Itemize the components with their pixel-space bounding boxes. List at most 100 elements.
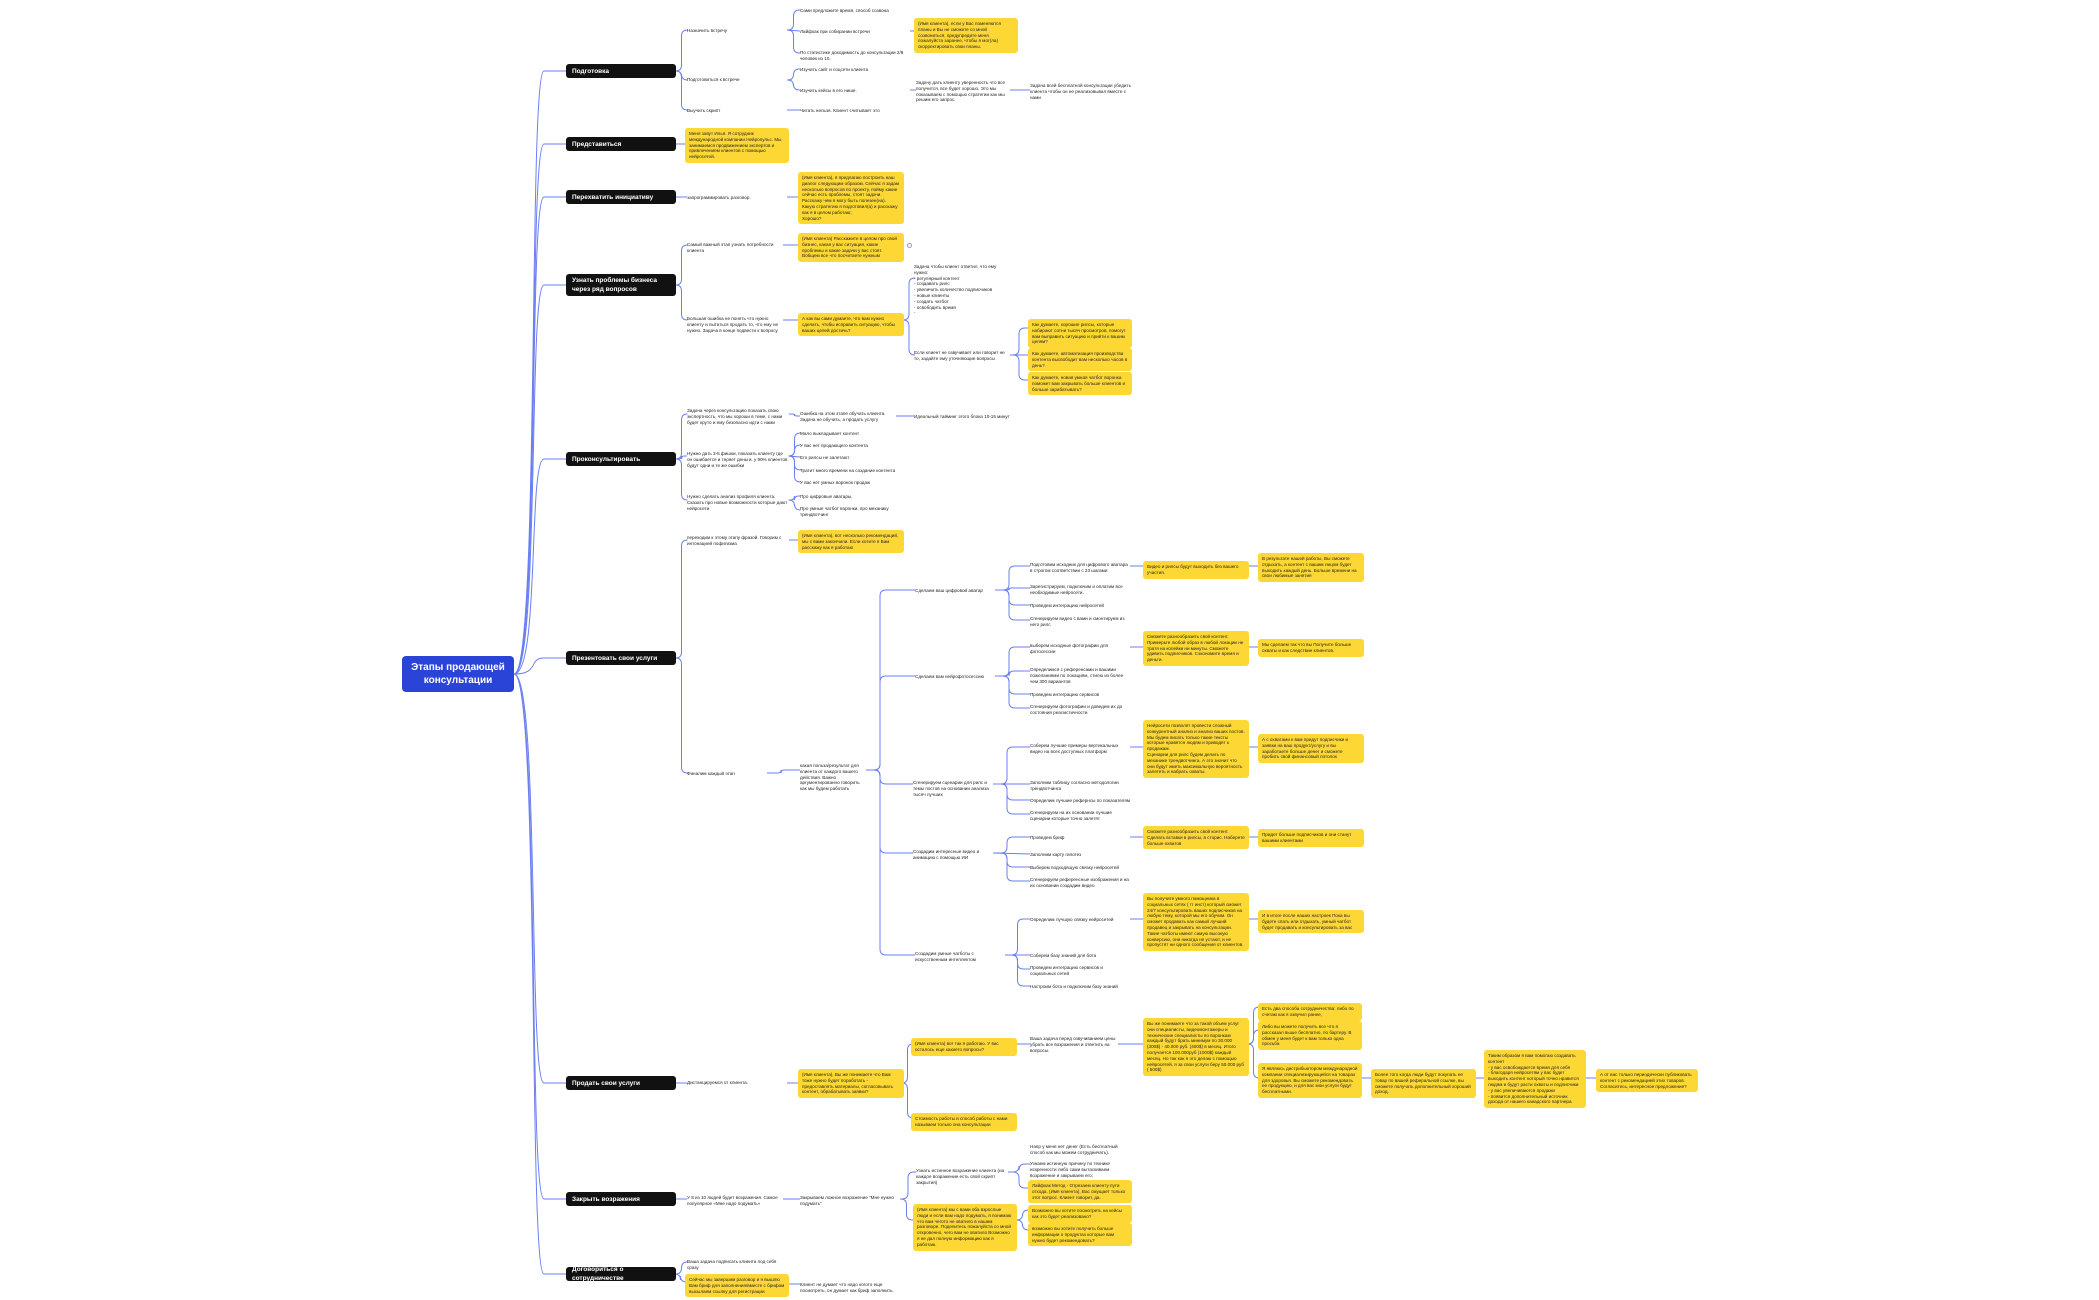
note-diversify-content[interactable]: Сможете разнообразить свой контент. Прим… (1143, 631, 1249, 666)
note-bot-sells-for-you[interactable]: И в итоге после наших настроек Пока вы б… (1258, 910, 1364, 934)
node-study-cases[interactable]: Изучить кейсы в его нише. (800, 88, 857, 93)
note-more-subscribers[interactable]: Придет больше подписчиков и они станут в… (1258, 829, 1364, 847)
node-clarifying-questions[interactable]: Если клиент не озвучивает или говорит не… (914, 350, 1005, 361)
node-tip-little-content[interactable]: Мало выкладывает контент (800, 431, 860, 436)
step-integrate-services[interactable]: Проведем интеграцию сервисов (1030, 692, 1100, 697)
node-objection-stats[interactable]: У 8 из 10 людей будет возражения. Самое … (687, 1195, 778, 1206)
node-big-mistake[interactable]: Большая ошибка не понять что нужно клиен… (687, 316, 779, 333)
step-hypothesis-map[interactable]: Заполним карту гипотез (1030, 852, 1082, 857)
topic-close-objections[interactable]: Закрыть возражения (566, 1192, 676, 1206)
step-references[interactable]: Определимся с референсами и вашими пожел… (1030, 667, 1124, 684)
step-generate-scripts[interactable]: Сгенерируем на их основании лучшие сцена… (1030, 810, 1112, 821)
note-summary-benefits[interactable]: Таким образом я вам помогаю создавать ко… (1484, 1050, 1586, 1109)
step-generate-references[interactable]: Сгенерируем референсные изображения и на… (1030, 877, 1129, 888)
note-more-reach[interactable]: Мы сделаем так что вы Получите больше ох… (1258, 639, 1364, 657)
note-two-ways[interactable]: Есть два способа сотрудничества: либо по… (1258, 1003, 1362, 1021)
node-no-money-example[interactable]: Напр у меня нет денег (Есть бесплатный с… (1030, 1144, 1118, 1155)
node-dont-teach[interactable]: Ошибка на этом этапе обучать клиента. За… (800, 411, 886, 422)
node-client-needs-list[interactable]: Задача чтобы клиент ответил, что ему нуж… (914, 264, 997, 316)
node-tip-no-selling-content[interactable]: У вас нет продающего контента (800, 443, 868, 448)
node-study-site[interactable]: Изучить сайт и соцсети клиента (800, 67, 869, 72)
service-reels-scripts[interactable]: Сгенерируем сценарии для рилс и темы пос… (913, 780, 989, 797)
note-any-questions[interactable]: (Имя клиента) вот так я работаю. У вас о… (911, 1038, 1017, 1056)
service-digital-avatar[interactable]: Сделаем ваш цифровой аватар (915, 588, 983, 593)
node-distance-client[interactable]: Дистанцируемся от клиента. (687, 1080, 748, 1085)
topic-preparation[interactable]: Подготовка (566, 64, 676, 78)
note-introduction[interactable]: Меня зовут Илья. Я сотрудник международн… (685, 128, 789, 163)
note-price-comparison[interactable]: Вы же понимаете что за такой объем услуг… (1143, 1018, 1249, 1077)
step-avatar-source[interactable]: Подготовим исходник для цифрового аватар… (1030, 562, 1128, 573)
step-knowledge-base[interactable]: Соберем базу знаний для бота (1030, 953, 1097, 958)
node-schedule-meeting[interactable]: Назначить встречу (687, 28, 728, 33)
step-setup-bot[interactable]: Настроим бота и подключим базу знаний (1030, 984, 1118, 989)
step-fill-table[interactable]: Заполним таблицу согласно методологии тр… (1030, 780, 1119, 791)
note-videos-without-you[interactable]: Видео и рилсы будут выходить без вашего … (1143, 561, 1249, 579)
node-consultation-goal[interactable]: Задача всей бесплатной консультации убед… (1030, 83, 1131, 100)
node-dont-read[interactable]: Читать нельзя. Клиент считывает это (800, 108, 880, 113)
note-dialog-plan[interactable]: (Имя клиента), я предлагаю построить наш… (798, 172, 904, 225)
node-sign-client[interactable]: Ваша задача подписать клиента под себя с… (687, 1259, 777, 1270)
note-publish-content[interactable]: А от вас только периодически публиковать… (1596, 1069, 1698, 1093)
note-tell-business[interactable]: (Имя клиента) Расскажите в целом про сво… (798, 233, 904, 263)
node-give-confidence[interactable]: Задачу дать клиенту уверенность что все … (916, 80, 1006, 103)
note-rest-while-content[interactable]: В результате нашей работы, Вы сможете от… (1258, 553, 1364, 583)
node-tip-no-funnels[interactable]: У вас нет умных воронок продаж (800, 480, 871, 485)
topic-take-initiative[interactable]: Перехватить инициативу (566, 190, 676, 204)
step-select-photos[interactable]: выберем исходные фотографии для фотосесс… (1030, 643, 1108, 654)
note-price-only-consult[interactable]: Стоимость работы и способ работы с нами … (911, 1113, 1017, 1131)
node-prepare-meeting[interactable]: Подготовиться к встрече (687, 77, 740, 82)
node-true-objection[interactable]: Узнать истинное возражение клиента (на к… (916, 1168, 1005, 1185)
topic-introduce[interactable]: Представиться (566, 137, 676, 151)
topic-present-services[interactable]: Презентовать свои услуги (566, 651, 676, 665)
note-barter[interactable]: Либо вы можете получить все что я расска… (1258, 1021, 1362, 1051)
note-product-info[interactable]: возможно вы хотите получить больше инфор… (1028, 1223, 1132, 1247)
node-lifehack-meeting[interactable]: Лайфхак при собирании встречи (800, 29, 870, 34)
step-register-networks[interactable]: Зарегистрируем, подключим и оплатим все … (1030, 584, 1123, 595)
step-choose-stack[interactable]: Выберем подходящую связку нейросетей (1030, 865, 1119, 870)
node-learn-script[interactable]: Выучить скрипт (687, 108, 721, 113)
note-cut-retreat[interactable]: Лайфхак Метод - Отрезаем клиенту пути от… (1028, 1180, 1132, 1204)
note-send-brief[interactable]: Сейчас мы завершим разговор и я вышлю Ва… (685, 1274, 789, 1298)
note-what-to-do[interactable]: А как вы сами думаете, что вам нужно сде… (798, 313, 904, 337)
note-distributor[interactable]: Я являюсь дистрибьютором международной к… (1258, 1063, 1362, 1098)
note-question-automation[interactable]: Как думаете, автоматизация производства … (1028, 348, 1132, 372)
topic-sell-services[interactable]: Продать свои услуги (566, 1076, 676, 1090)
note-change-plans[interactable]: (Имя клиента), если у Вас поменяются пла… (914, 18, 1018, 53)
node-transition-phrase[interactable]: переходим к этому этапу фразой. Говорим … (687, 535, 782, 546)
step-brief[interactable]: Проведем бриф (1030, 835, 1065, 840)
node-statistics[interactable]: По статистике доходимость до консультаци… (800, 50, 904, 61)
service-ai-video[interactable]: Создадим интересные видео и анимацию с п… (913, 849, 980, 860)
note-recommendations[interactable]: (Имя клиента), вот несколько рекомендаци… (798, 530, 904, 554)
node-chatbot-funnels[interactable]: Про умные чатбот воронки, про механику т… (800, 506, 889, 517)
step-best-stack[interactable]: Определим лучшую связку нейросетей (1030, 917, 1114, 922)
topic-agree-cooperation[interactable]: Договориться о сотрудничестве (566, 1266, 676, 1282)
topic-learn-problems[interactable]: Узнать проблемы бизнеса через ряд вопрос… (566, 274, 676, 296)
service-smart-chatbots[interactable]: Создадим умные чатботы с искусственным и… (915, 951, 976, 962)
node-tip-time-spent[interactable]: Тратит много времени на создание контент… (800, 468, 896, 473)
note-competitor-analysis[interactable]: Нейросети позволят провести сложный конк… (1143, 720, 1249, 779)
node-false-objection[interactable]: Закрываем ложное возражение "Мне нужно п… (800, 1195, 894, 1206)
service-neuro-photoshoot[interactable]: Сделаем вам нейрофотосессию (915, 674, 985, 679)
note-referral-income[interactable]: Более того когда люди будут покупать ее … (1371, 1069, 1476, 1099)
node-offer-time[interactable]: Сами предложите время, способ созвона (800, 8, 889, 13)
note-video-inserts[interactable]: Сможете разнообразить свой контент. Сдел… (1143, 826, 1249, 850)
step-generate-photos[interactable]: Сгенерируем фотографии и доведем их до с… (1030, 704, 1123, 715)
note-question-reels[interactable]: Как думаете, хорошие рилсы, которые наби… (1028, 319, 1132, 349)
note-smart-assistant[interactable]: Вы получите умного помощника в социальны… (1143, 893, 1249, 952)
collapse-toggle-icon[interactable] (907, 243, 912, 248)
root-node[interactable]: Этапы продающей консультации (402, 656, 514, 692)
step-integrate-social[interactable]: Проведем интеграцию сервисов и социальны… (1030, 965, 1103, 976)
node-tip-reels-fail[interactable]: Его рилсы не залетают (800, 455, 850, 460)
step-collect-examples[interactable]: Соберем лучшие примеры вертикальных виде… (1030, 743, 1119, 754)
step-integrate-networks[interactable]: Проведем интеграцию нейросетей (1030, 603, 1104, 608)
step-best-references[interactable]: Определим лучшие рефернсы по показателям (1030, 798, 1131, 803)
note-adults-talk[interactable]: (Имя клиента) мы с вами оба взрослые люд… (913, 1204, 1017, 1251)
node-benefit-result[interactable]: какая польза/результат для клиента от ка… (800, 763, 860, 792)
note-see-cases[interactable]: Возможно вы хотите посмотреть на кейсы к… (1028, 1205, 1132, 1223)
node-sincerity-technique[interactable]: Узнаем истинную причину по технике искре… (1030, 1161, 1110, 1178)
topic-consult[interactable]: Проконсультировать (566, 452, 676, 466)
node-client-fills-brief[interactable]: Клиент не думает что надо когото еще пос… (800, 1282, 894, 1293)
node-show-expertise[interactable]: Задача через консультацию показать свою … (687, 408, 783, 425)
step-generate-video[interactable]: Сгенерируем видео с вами и смонтируем из… (1030, 616, 1125, 627)
note-you-work-too[interactable]: (Имя клиента), Вы же понимаете что Вам т… (798, 1069, 904, 1099)
